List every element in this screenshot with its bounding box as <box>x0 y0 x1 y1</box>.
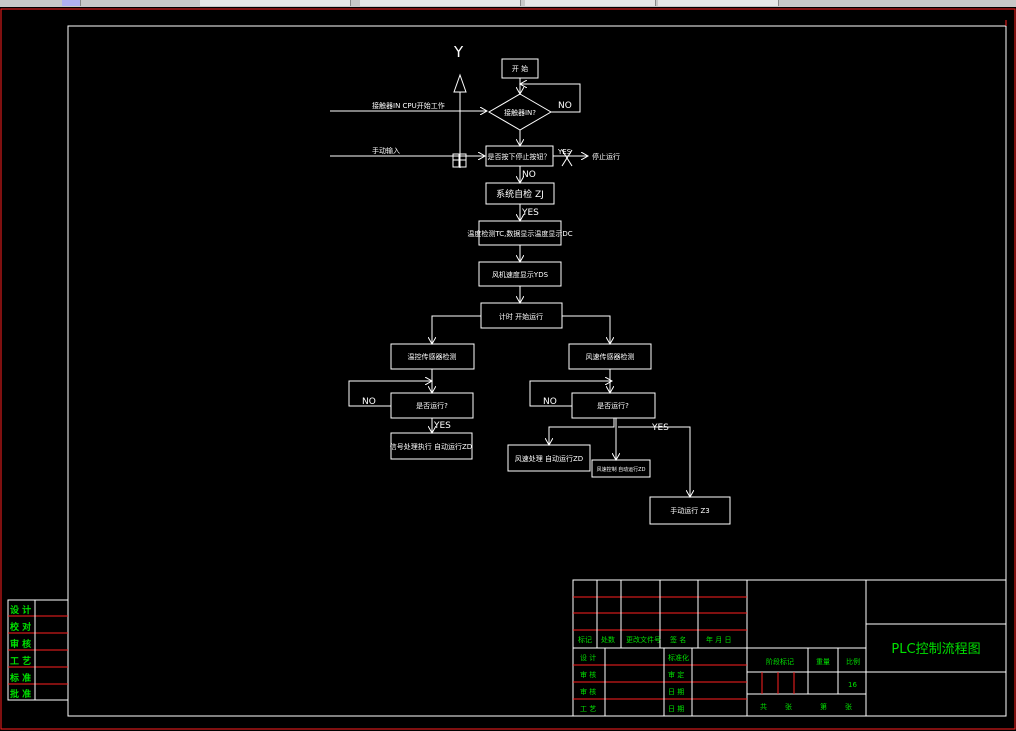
node-stop-check-label: 是否按下停止按钮？ <box>488 152 551 161</box>
node-decision-in-label: 接触器IN? <box>504 108 536 117</box>
app-toolbar-strip <box>0 0 1016 7</box>
node-right-end-2-label: 风速控制 自动运行ZD <box>597 466 646 473</box>
label-no-1: NO <box>558 101 572 111</box>
sheet-label: 共 <box>760 702 767 711</box>
scale-label: 比例 <box>846 657 860 666</box>
node-left-decision-label: 是否运行? <box>416 401 448 410</box>
node-right-end-1 <box>507 444 591 472</box>
flowchart: Y 接触器IN CPU开始工作 手动输入 开 始 接触器IN? NO 是否按下停… <box>330 43 731 525</box>
node-right-end-1-label: 风速处理 自动运行ZD <box>515 454 583 463</box>
header-cell: 年 月 日 <box>706 635 731 644</box>
sign-row-2: 日 期 <box>668 705 684 713</box>
left-block-row: 审 核 <box>10 638 31 650</box>
inner-frame <box>67 25 1007 717</box>
sign-row: 设 计 <box>580 653 596 662</box>
node-zj-label: 系统自检 ZJ <box>496 188 544 200</box>
header-cell: 更改文件号 <box>626 635 661 644</box>
node-right-decision-label: 是否运行? <box>597 401 629 410</box>
node-right-end-2 <box>591 459 651 478</box>
node-right-end-3 <box>649 496 731 525</box>
node-split-label: 计时 开始运行 <box>499 312 543 321</box>
label-no-2: NO <box>522 170 536 180</box>
left-block-row: 批 准 <box>10 688 31 700</box>
sign-row-2: 审 定 <box>668 670 684 679</box>
label-yes-1: YES <box>521 208 539 218</box>
header-cell: 处数 <box>601 635 615 644</box>
label-stop: 停止运行 <box>592 152 620 161</box>
label-right-yes: YES <box>651 423 669 433</box>
node-right-sensor-label: 风速传感器检测 <box>586 352 635 361</box>
weight-label: 重量 <box>816 658 830 666</box>
label-left-no: NO <box>362 397 376 407</box>
header-cell: 标记 <box>578 635 592 644</box>
left-block-row: 设 计 <box>10 604 31 616</box>
sign-row: 审 核 <box>580 670 596 679</box>
node-left-sensor-label: 温控传感器检测 <box>408 352 457 361</box>
sheet-label: 第 <box>820 702 827 711</box>
title-block: 标记 处数 更改文件号 签 名 年 月 日 设 计 审 核 审 核 工 艺 标准… <box>572 579 1007 717</box>
sheet-label: 张 <box>785 702 792 711</box>
sign-row-2: 标准化 <box>668 653 689 662</box>
y-arrow-head <box>453 73 467 93</box>
node-left-end <box>390 432 473 460</box>
node-tc-label: 温度检测TC,数据显示温度显示DC <box>467 229 572 238</box>
node-right-end-3-label: 手动运行 Z3 <box>670 506 709 515</box>
toolbar-tab[interactable] <box>200 0 351 6</box>
label-left-yes: YES <box>433 421 451 431</box>
toolbar-tab[interactable] <box>525 0 656 6</box>
node-left-end-label: 信号处理执行 自动运行ZD <box>390 442 472 451</box>
toolbar-tab[interactable] <box>658 0 779 6</box>
left-block-row: 校 对 <box>10 621 31 633</box>
label-right-no: NO <box>543 397 557 407</box>
header-cell: 签 名 <box>670 635 686 644</box>
scale-value: 16 <box>848 681 857 689</box>
sheet-label: 张 <box>845 702 852 711</box>
node-yds-label: 风机速度显示YDS <box>492 270 549 279</box>
sign-row: 工 艺 <box>580 705 596 713</box>
y-label: Y <box>453 43 464 61</box>
input-label-cpu: 接触器IN CPU开始工作 <box>372 101 445 110</box>
left-title-block: 设 计 校 对 审 核 工 艺 标 准 批 准 <box>7 599 69 701</box>
sign-row: 审 核 <box>580 687 596 696</box>
label-yes-stop: YES <box>557 148 572 156</box>
outer-frame <box>0 8 1016 730</box>
toolbar-tab[interactable] <box>62 0 81 6</box>
drawing-title: PLC控制流程图 <box>891 642 980 657</box>
node-start-label: 开 始 <box>512 64 528 73</box>
left-block-row: 标 准 <box>9 672 31 684</box>
loop-no-1 <box>520 84 581 113</box>
input-label-manual: 手动输入 <box>372 146 400 155</box>
sign-row-2: 日 期 <box>668 688 684 696</box>
toolbar-tab[interactable] <box>360 0 521 6</box>
left-block-row: 工 艺 <box>10 655 31 667</box>
stage-label: 阶段标记 <box>766 657 794 666</box>
